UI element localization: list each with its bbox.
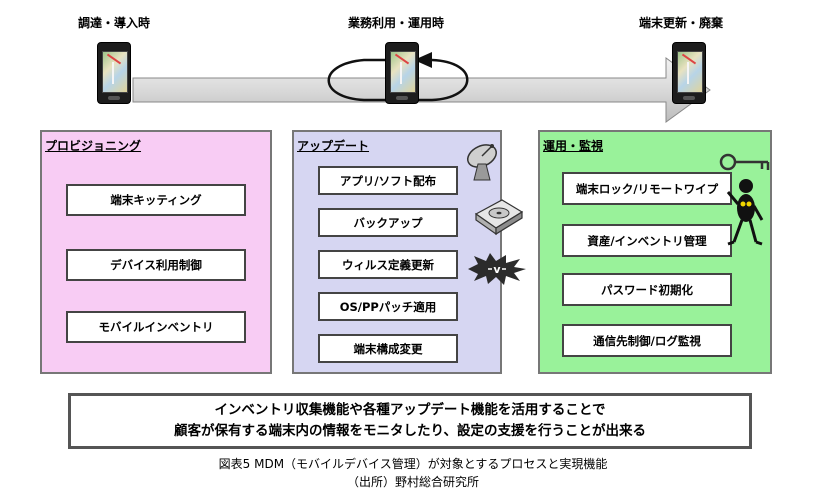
satellite-dish-icon (467, 144, 497, 181)
stage-label-procurement: 調達・導入時 (77, 16, 150, 30)
hard-disk-icon (474, 199, 524, 236)
panel-title: プロビジョニング (45, 139, 142, 153)
update-panel: アップデート アプリ/ソフト配布 バックアップ ウィルス定義更新 OS/PPパッ… (292, 130, 502, 374)
panel-title: 運用・監視 (543, 139, 604, 153)
item-password-reset: パスワード初期化 (562, 273, 732, 306)
stage-label-operation: 業務利用・運用時 (347, 16, 444, 30)
cycle-loop (327, 58, 469, 102)
item-backup: バックアップ (318, 208, 458, 237)
smartphone-icon (672, 42, 706, 104)
key-icon (719, 153, 770, 171)
item-device-usage-control: デバイス利用制御 (66, 249, 246, 281)
stage-label-replacement: 端末更新・廃棄 (638, 16, 723, 30)
panel-title: アップデート (297, 139, 370, 153)
smartphone-icon (97, 42, 131, 104)
figure-source: （出所）野村総合研究所 (346, 475, 479, 489)
summary-line-1: インベントリ収集機能や各種アップデート機能を活用することで (214, 402, 606, 418)
item-asset-management: 資産/インベントリ管理 (562, 224, 732, 257)
item-log-monitoring: 通信先制御/ログ監視 (562, 324, 732, 357)
item-virus-definition-update: ウィルス定義更新 (318, 250, 458, 279)
smartphone-icon (385, 42, 419, 104)
summary-line-2: 顧客が保有する端末内の情報をモニタしたり、設定の支援を行うことが出来る (174, 423, 646, 439)
item-remote-wipe: 端末ロック/リモートワイプ (562, 172, 732, 205)
lifecycle-arrow (132, 52, 711, 123)
item-app-distribution: アプリ/ソフト配布 (318, 166, 458, 195)
item-os-patch: OS/PPパッチ適用 (318, 292, 458, 321)
summary-box: インベントリ収集機能や各種アップデート機能を活用することで 顧客が保有する端末内… (68, 393, 752, 449)
svg-text:v: v (493, 263, 501, 276)
virus-icon: v (468, 253, 526, 285)
item-config-change: 端末構成変更 (318, 334, 458, 363)
monitoring-panel: 運用・監視 端末ロック/リモートワイプ 資産/インベントリ管理 パスワード初期化… (538, 130, 772, 374)
item-device-kitting: 端末キッティング (66, 184, 246, 216)
provisioning-panel: プロビジョニング 端末キッティング デバイス利用制御 モバイルインベントリ (40, 130, 272, 374)
thief-icon (726, 179, 764, 246)
figure-caption: 図表5 MDM（モバイルデバイス管理）が対象とするプロセスと実現機能 (218, 457, 608, 471)
item-mobile-inventory: モバイルインベントリ (66, 311, 246, 343)
